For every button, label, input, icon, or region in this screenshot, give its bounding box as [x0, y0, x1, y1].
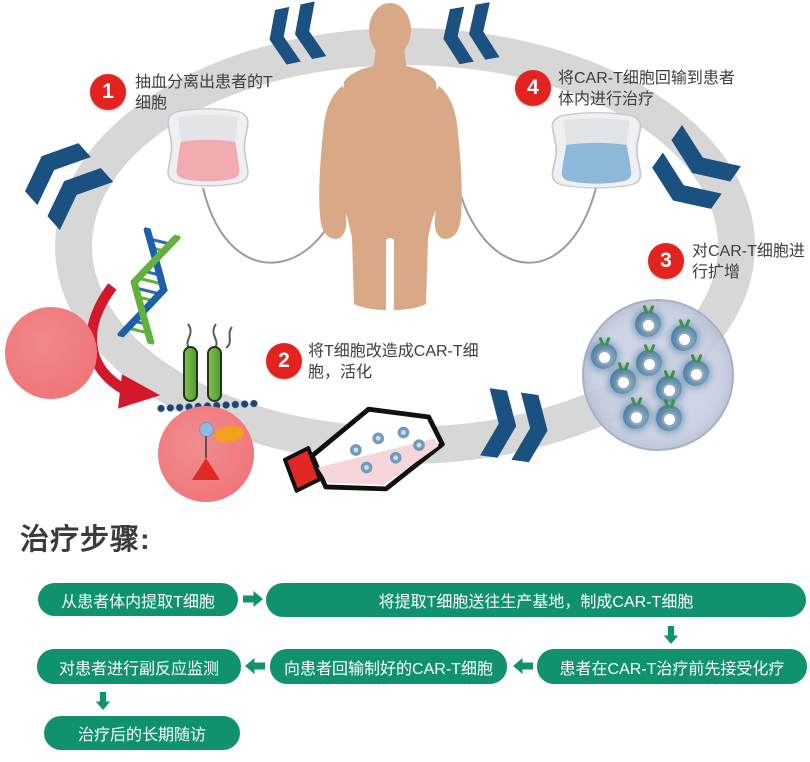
- flow-arrow-left-icon: [245, 657, 265, 675]
- expanded-cell-icon: [591, 336, 617, 369]
- signal-stem-icon: [205, 436, 207, 458]
- flow-arrow-left-icon: [513, 657, 533, 675]
- expanded-cell-icon: [656, 369, 682, 402]
- chevron-arrow-icon: [643, 123, 742, 222]
- expanded-cell-icon: [623, 396, 649, 429]
- cycle-step-1: 1 抽血分离出患者的T细胞: [90, 72, 290, 122]
- dna-helix-icon: [98, 222, 201, 350]
- step-number-badge: 2: [266, 343, 302, 379]
- chevron-arrow-icon: [478, 388, 553, 465]
- chevron-arrow-icon: [259, 0, 333, 68]
- flow-box-4: 向患者回输制好的CAR-T细胞: [270, 649, 507, 684]
- signal-triangle-icon: [192, 458, 220, 480]
- expanded-cell-icon: [635, 304, 661, 337]
- car-t-cell-icon: [150, 318, 270, 503]
- cycle-step-4: 4 将CAR-T细胞回输到患者体内进行治疗: [515, 68, 755, 118]
- chevron-arrow-icon: [15, 132, 115, 232]
- step-text: 将T细胞改造成CAR-T细胞，活化: [308, 343, 479, 381]
- blood-bag-blue-icon: [549, 110, 644, 192]
- receptor-scfv-icon: [207, 346, 222, 402]
- flow-arrow-down-icon: [94, 689, 112, 713]
- cart-cycle-diagram: 1 抽血分离出患者的T细胞 2 将T细胞改造成CAR-T细胞，活化 3 对CAR…: [5, 0, 810, 503]
- step-text: 将CAR-T细胞回输到患者体内进行治疗: [558, 70, 735, 108]
- receptor-scfv-icon: [183, 346, 198, 402]
- flow-arrow-down-icon: [662, 623, 680, 647]
- step-text: 抽血分离出患者的T细胞: [135, 74, 273, 112]
- step-text: 对CAR-T细胞进行扩增: [692, 243, 805, 281]
- culture-flask-icon: [283, 398, 453, 503]
- step-number-badge: 4: [515, 70, 551, 106]
- expanded-cell-icon: [671, 318, 697, 351]
- cycle-step-3: 3 对CAR-T细胞进行扩增: [648, 241, 810, 291]
- expanded-cell-icon: [610, 361, 636, 394]
- signal-domain-icon: [199, 422, 214, 437]
- petri-dish-icon: [582, 299, 734, 451]
- flow-box-1: 从患者体内提取T细胞: [38, 583, 238, 616]
- expanded-cell-icon: [683, 353, 709, 386]
- flow-box-3: 患者在CAR-T治疗前先接受化疗: [537, 649, 807, 684]
- flow-box-5: 对患者进行副反应监测: [37, 649, 241, 684]
- cycle-step-2: 2 将T细胞改造成CAR-T细胞，活化: [266, 341, 501, 391]
- flowchart-title: 治疗步骤:: [20, 524, 151, 556]
- chevron-arrow-icon: [434, 1, 507, 67]
- expanded-cell-icon: [636, 343, 662, 376]
- flow-box-6: 治疗后的长期随访: [44, 716, 240, 750]
- expanded-cell-icon: [656, 398, 682, 431]
- patient-figure-icon: [298, 2, 483, 310]
- step-number-badge: 3: [648, 243, 684, 279]
- flow-box-2: 将提取T细胞送往生产基地，制成CAR-T细胞: [266, 583, 806, 617]
- flow-arrow-right-icon: [243, 590, 263, 608]
- step-number-badge: 1: [90, 74, 126, 110]
- tumor-cell-icon: [5, 307, 97, 399]
- treatment-steps-flowchart: 治疗步骤: 从患者体内提取T细胞 将提取T细胞送往生产基地，制成CAR-T细胞 …: [0, 510, 810, 762]
